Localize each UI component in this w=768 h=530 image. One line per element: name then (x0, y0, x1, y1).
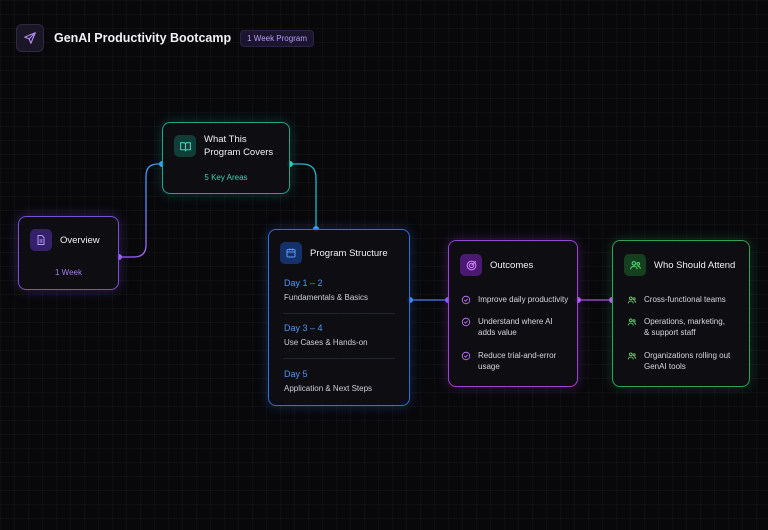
day-label: Day 1 – 2 (284, 278, 323, 288)
node-title: Outcomes (490, 259, 534, 271)
divider (283, 358, 395, 359)
users-icon (624, 254, 646, 276)
day-label: Day 5 (284, 369, 308, 379)
document-icon (30, 229, 52, 251)
day-description: Fundamentals & Basics (284, 293, 369, 302)
check-circle-icon (461, 295, 471, 305)
day-description: Application & Next Steps (284, 384, 373, 393)
node-title: Overview (60, 234, 100, 246)
node-who-should-attend[interactable]: Who Should Attend Cross-functional teams… (612, 240, 750, 387)
send-arrow-icon (16, 24, 44, 52)
page-header: GenAI Productivity Bootcamp 1 Week Progr… (16, 24, 314, 52)
divider (283, 313, 395, 314)
node-title: Program Structure (310, 247, 388, 259)
users-icon (627, 318, 637, 326)
day-description: Use Cases & Hands-on (284, 338, 368, 347)
program-length-badge: 1 Week Program (240, 29, 314, 47)
node-program-covers[interactable]: What This Program Covers 5 Key Areas (162, 122, 290, 194)
node-overview[interactable]: Overview 1 Week (18, 216, 119, 290)
node-subtitle: 1 Week (55, 268, 82, 277)
connector-covers-structure (290, 163, 317, 229)
node-subtitle: 5 Key Areas (204, 173, 248, 182)
connector-overview-covers (119, 163, 162, 258)
node-title: Who Should Attend (654, 259, 736, 271)
open-book-icon (174, 135, 196, 157)
users-icon (627, 352, 637, 360)
users-icon (627, 296, 637, 304)
check-circle-icon (461, 351, 471, 361)
node-program-structure[interactable]: Program Structure Day 1 – 2 Fundamentals… (268, 229, 410, 406)
calendar-icon (280, 242, 302, 264)
day-label: Day 3 – 4 (284, 323, 323, 333)
check-circle-icon (461, 317, 471, 327)
list-item: Operations, marketing,& support staff (627, 316, 725, 338)
list-item: Cross-functional teams (627, 294, 726, 305)
page-title: GenAI Productivity Bootcamp (54, 31, 232, 45)
target-icon (460, 254, 482, 276)
list-item: Improve daily productivity (461, 294, 568, 305)
node-outcomes[interactable]: Outcomes Improve daily productivity Unde… (448, 240, 578, 387)
node-title: What This Program Covers (204, 134, 274, 158)
